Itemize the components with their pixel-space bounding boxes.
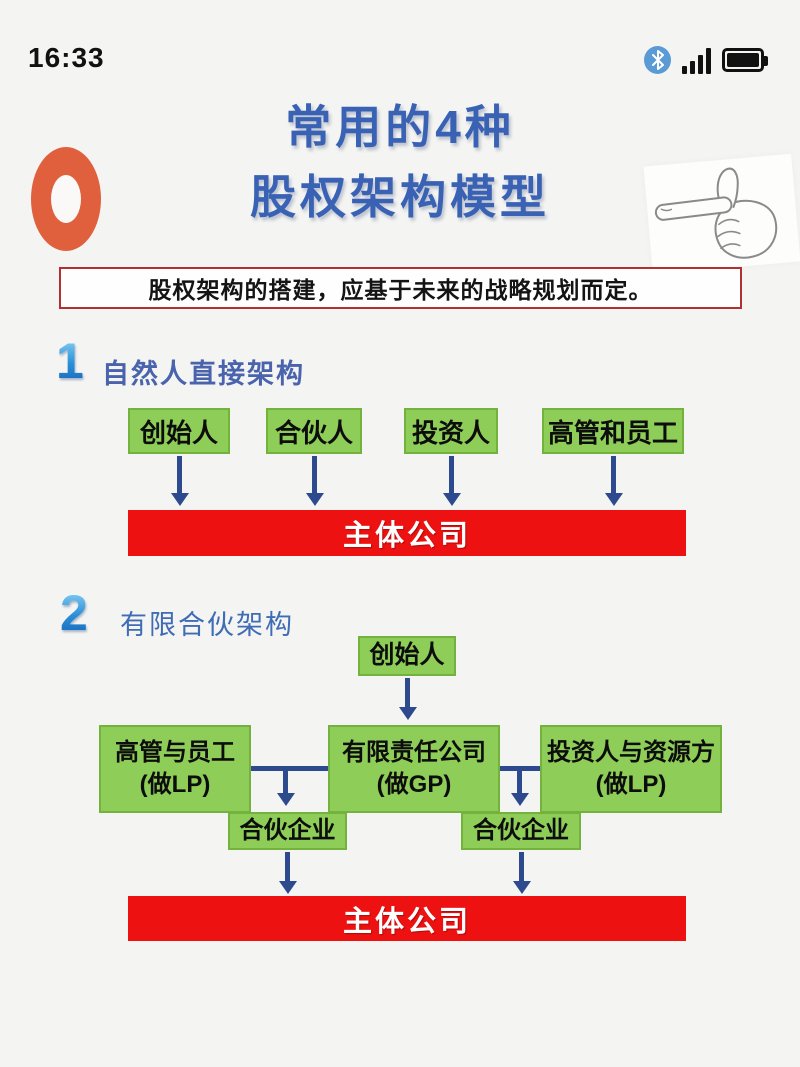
box-line: (做GP) xyxy=(376,771,452,798)
box-investor: 投资人 xyxy=(404,408,498,454)
box-partnership-right: 合伙企业 xyxy=(461,812,581,850)
box-founder: 创始人 xyxy=(128,408,230,454)
pointing-hand-icon xyxy=(643,153,800,275)
arrow-down xyxy=(283,766,288,793)
connector-line xyxy=(251,766,328,771)
arrow-down xyxy=(449,456,454,493)
arrow-down xyxy=(405,678,410,707)
box-partner: 合伙人 xyxy=(266,408,362,454)
signal-bars-icon xyxy=(682,48,716,74)
page-title: 常用的4种 股权架构模型 xyxy=(0,92,800,232)
page-title-line1: 常用的4种 xyxy=(285,101,515,153)
box-llc-gp: 有限责任公司 (做GP) xyxy=(328,725,500,813)
box-line: 高管与员工 xyxy=(115,738,235,766)
arrow-down xyxy=(611,456,616,493)
box-executives-employees: 高管和员工 xyxy=(542,408,684,454)
main-company-bar-1: 主体公司 xyxy=(128,510,686,556)
bluetooth-icon xyxy=(644,46,671,74)
box-line: 有限责任公司 xyxy=(342,738,486,766)
box-line: (做LP) xyxy=(595,771,667,798)
orange-ring-icon xyxy=(31,147,101,251)
section-2-number: 2 xyxy=(60,585,88,641)
main-company-bar-2: 主体公司 xyxy=(128,896,686,941)
battery-icon xyxy=(722,48,768,72)
section-1-number: 1 xyxy=(56,333,84,389)
box-line: 投资人与资源方 xyxy=(547,738,715,766)
box-investors-resources-lp: 投资人与资源方 (做LP) xyxy=(540,725,722,813)
section-2-title: 有限合伙架构 xyxy=(120,610,294,640)
notice-banner: 股权架构的搭建，应基于未来的战略规划而定。 xyxy=(59,267,742,309)
box-line: (做LP) xyxy=(139,771,211,798)
arrow-down xyxy=(312,456,317,493)
arrow-down xyxy=(517,766,522,793)
box-partnership-left: 合伙企业 xyxy=(228,812,347,850)
arrow-down xyxy=(177,456,182,493)
box-founder-2: 创始人 xyxy=(358,636,456,676)
section-1-title: 自然人直接架构 xyxy=(102,359,305,389)
box-executives-lp: 高管与员工 (做LP) xyxy=(99,725,251,813)
status-time: 16:33 xyxy=(28,42,105,73)
arrow-down xyxy=(519,852,524,881)
page-title-line2: 股权架构模型 xyxy=(250,171,550,223)
arrow-down xyxy=(285,852,290,881)
